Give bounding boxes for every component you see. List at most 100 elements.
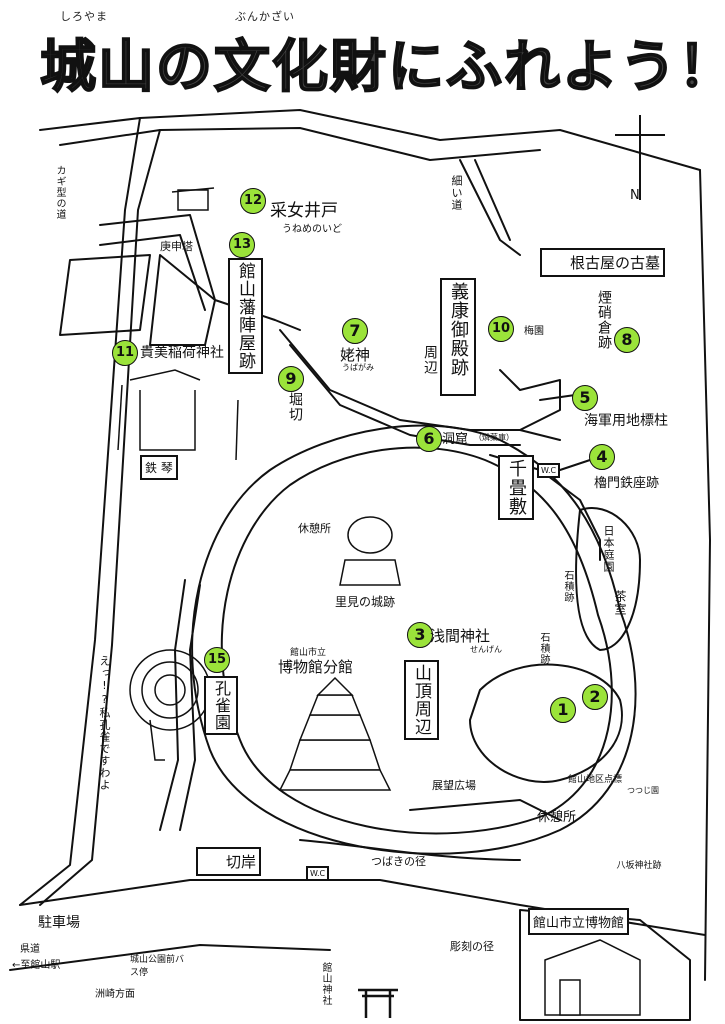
badge-8[interactable]: 8 bbox=[614, 327, 640, 353]
trail-north bbox=[279, 329, 561, 441]
wc-top: W.C bbox=[537, 463, 561, 478]
road-east bbox=[699, 169, 711, 981]
wc-bottom: W.C bbox=[306, 866, 330, 881]
label-uneme-ido: 采女井戸 bbox=[270, 201, 338, 221]
block-b bbox=[149, 254, 216, 346]
trail-to-8 bbox=[499, 369, 561, 431]
teien-area bbox=[575, 507, 641, 651]
torii-icon bbox=[358, 988, 398, 1018]
label-ishizumi-1: 石積跡 bbox=[562, 570, 573, 603]
trail-west bbox=[159, 579, 186, 831]
title-ruby-shiroyama: しろやま bbox=[60, 10, 108, 23]
label-goten-shuhen: 周辺 bbox=[422, 345, 438, 375]
castle-ring-outer bbox=[191, 424, 637, 855]
label-sengen-jinja: 浅間神社 bbox=[430, 627, 491, 645]
compass-arrow bbox=[615, 115, 665, 200]
badge-3[interactable]: 3 bbox=[407, 622, 433, 648]
label-dokutsu-note: （燐薬庫） bbox=[474, 433, 514, 442]
label-station: ←至館山駅 bbox=[12, 960, 61, 971]
label-kimi-inari: 貴美稲荷神社 bbox=[140, 345, 224, 361]
peacock-speech: えっ!?私孔雀ですわよ bbox=[98, 655, 111, 791]
castle-keep-drawing bbox=[278, 676, 392, 791]
label-horikiri: 堀切 bbox=[287, 392, 303, 422]
viewing-plaza bbox=[409, 799, 561, 821]
leader-5 bbox=[539, 394, 576, 401]
road-top-2 bbox=[159, 127, 541, 161]
label-bus-stop: 城山公園前バス停 bbox=[130, 955, 185, 978]
label-yaguramon: 櫓門鉄座跡 bbox=[594, 476, 660, 491]
ruby-sengen: せんげん bbox=[470, 645, 502, 654]
title-area: しろやま ぶんかざい 城山の文化財にふれよう！ bbox=[39, 0, 725, 110]
label-chokoku: 彫刻の径 bbox=[450, 940, 494, 953]
badge-9[interactable]: 9 bbox=[278, 366, 304, 392]
label-ensho-gura: 煙硝倉跡 bbox=[596, 290, 612, 350]
museum-building-drawing bbox=[544, 939, 641, 1016]
badge-11[interactable]: 11 bbox=[112, 340, 138, 366]
tsubaki-path bbox=[299, 839, 521, 861]
label-kyukeijo-top: 休憩所 bbox=[298, 522, 331, 535]
monument-drawing bbox=[339, 516, 401, 586]
label-ubagami: 姥神 bbox=[340, 346, 371, 364]
badge-5[interactable]: 5 bbox=[572, 385, 598, 411]
ruby-uneme-ido: うねめのいど bbox=[282, 224, 342, 235]
badge-12[interactable]: 12 bbox=[240, 188, 266, 214]
label-museum-branch-pre: 館山市立 bbox=[290, 648, 327, 658]
label-ishizumi-2: 石積跡 bbox=[538, 632, 549, 665]
label-satomi-castle: 里見の城跡 bbox=[335, 595, 396, 609]
ruby-ubagami: うばがみ bbox=[342, 363, 374, 372]
road-bottom-2 bbox=[9, 944, 331, 971]
title-ruby-bunkazai: ぶんかざい bbox=[235, 10, 295, 23]
label-nihon-teien: 日本庭園 bbox=[602, 525, 615, 573]
label-senjojiki: 千畳敷 bbox=[498, 455, 534, 520]
trail-north-2 bbox=[289, 344, 521, 446]
leader-4 bbox=[559, 459, 591, 471]
label-kirigishi: 切岸 bbox=[196, 847, 262, 876]
block-a bbox=[59, 254, 151, 336]
label-tsutsuji: つつじ園 bbox=[627, 786, 659, 795]
label-kyukeijo-bottom: 休憩所 bbox=[537, 810, 577, 825]
kagi-road bbox=[99, 214, 301, 331]
label-tateyama-jinja: 館山神社 bbox=[320, 962, 331, 1006]
badge-15[interactable]: 15 bbox=[204, 647, 230, 673]
label-museum-branch: 博物館分館 bbox=[278, 658, 354, 676]
label-negoya-kobo: 根古屋の古墓 bbox=[540, 248, 666, 277]
label-tsubaki: つばきの径 bbox=[371, 855, 426, 868]
hosoi-michi bbox=[459, 159, 521, 256]
label-kaigun-hyochu: 海軍用地標柱 bbox=[584, 413, 668, 429]
shrine-kanban: 鉄 琴 bbox=[140, 455, 178, 480]
hosoi-michi-2 bbox=[474, 159, 511, 241]
well-drawing bbox=[171, 187, 215, 211]
badge-13[interactable]: 13 bbox=[229, 232, 255, 258]
road-top bbox=[139, 109, 701, 171]
label-tenbo-hiroba: 展望広場 bbox=[432, 779, 476, 792]
badge-6[interactable]: 6 bbox=[416, 426, 442, 452]
badge-10[interactable]: 10 bbox=[488, 316, 514, 342]
label-hassaka: 八坂神社跡 bbox=[616, 861, 662, 871]
label-jinya-ato: 館山藩陣屋跡 bbox=[228, 258, 263, 374]
label-susaki: 洲崎方面 bbox=[95, 989, 135, 1000]
label-parking: 駐車場 bbox=[38, 915, 80, 931]
badge-1[interactable]: 1 bbox=[550, 697, 576, 723]
road-west-inner bbox=[39, 129, 161, 906]
badge-4[interactable]: 4 bbox=[589, 444, 615, 470]
label-kagi-michi: カギ型の道 bbox=[54, 165, 65, 220]
fox-shrine-drawing bbox=[117, 369, 239, 461]
trail-west-2 bbox=[179, 584, 201, 831]
label-koshinto: 庚申塔 bbox=[160, 240, 193, 253]
label-dokutsu: 洞窟 bbox=[442, 432, 469, 447]
label-baien: 梅園 bbox=[524, 326, 544, 337]
badge-2[interactable]: 2 bbox=[582, 684, 608, 710]
badge-7[interactable]: 7 bbox=[342, 318, 368, 344]
label-sancho-shuhen: 山頂周辺 bbox=[404, 660, 439, 740]
road-west-outer bbox=[19, 117, 141, 906]
page-title: 城山の文化財にふれよう！ bbox=[39, 34, 725, 101]
label-chashitsu: 茶室 bbox=[613, 590, 627, 616]
label-hosoi-michi: 細い道 bbox=[450, 175, 463, 211]
label-kendo: 県道 bbox=[20, 944, 40, 955]
label-chiten-hyo: 館山地区点標 bbox=[568, 775, 623, 785]
label-museum-main: 館山市立博物館 bbox=[528, 908, 630, 935]
label-yoshiyasu-goten: 義康御殿跡 bbox=[440, 278, 476, 396]
compass-north: N bbox=[630, 188, 640, 203]
label-kujaku-en: 孔雀園 bbox=[204, 676, 238, 735]
